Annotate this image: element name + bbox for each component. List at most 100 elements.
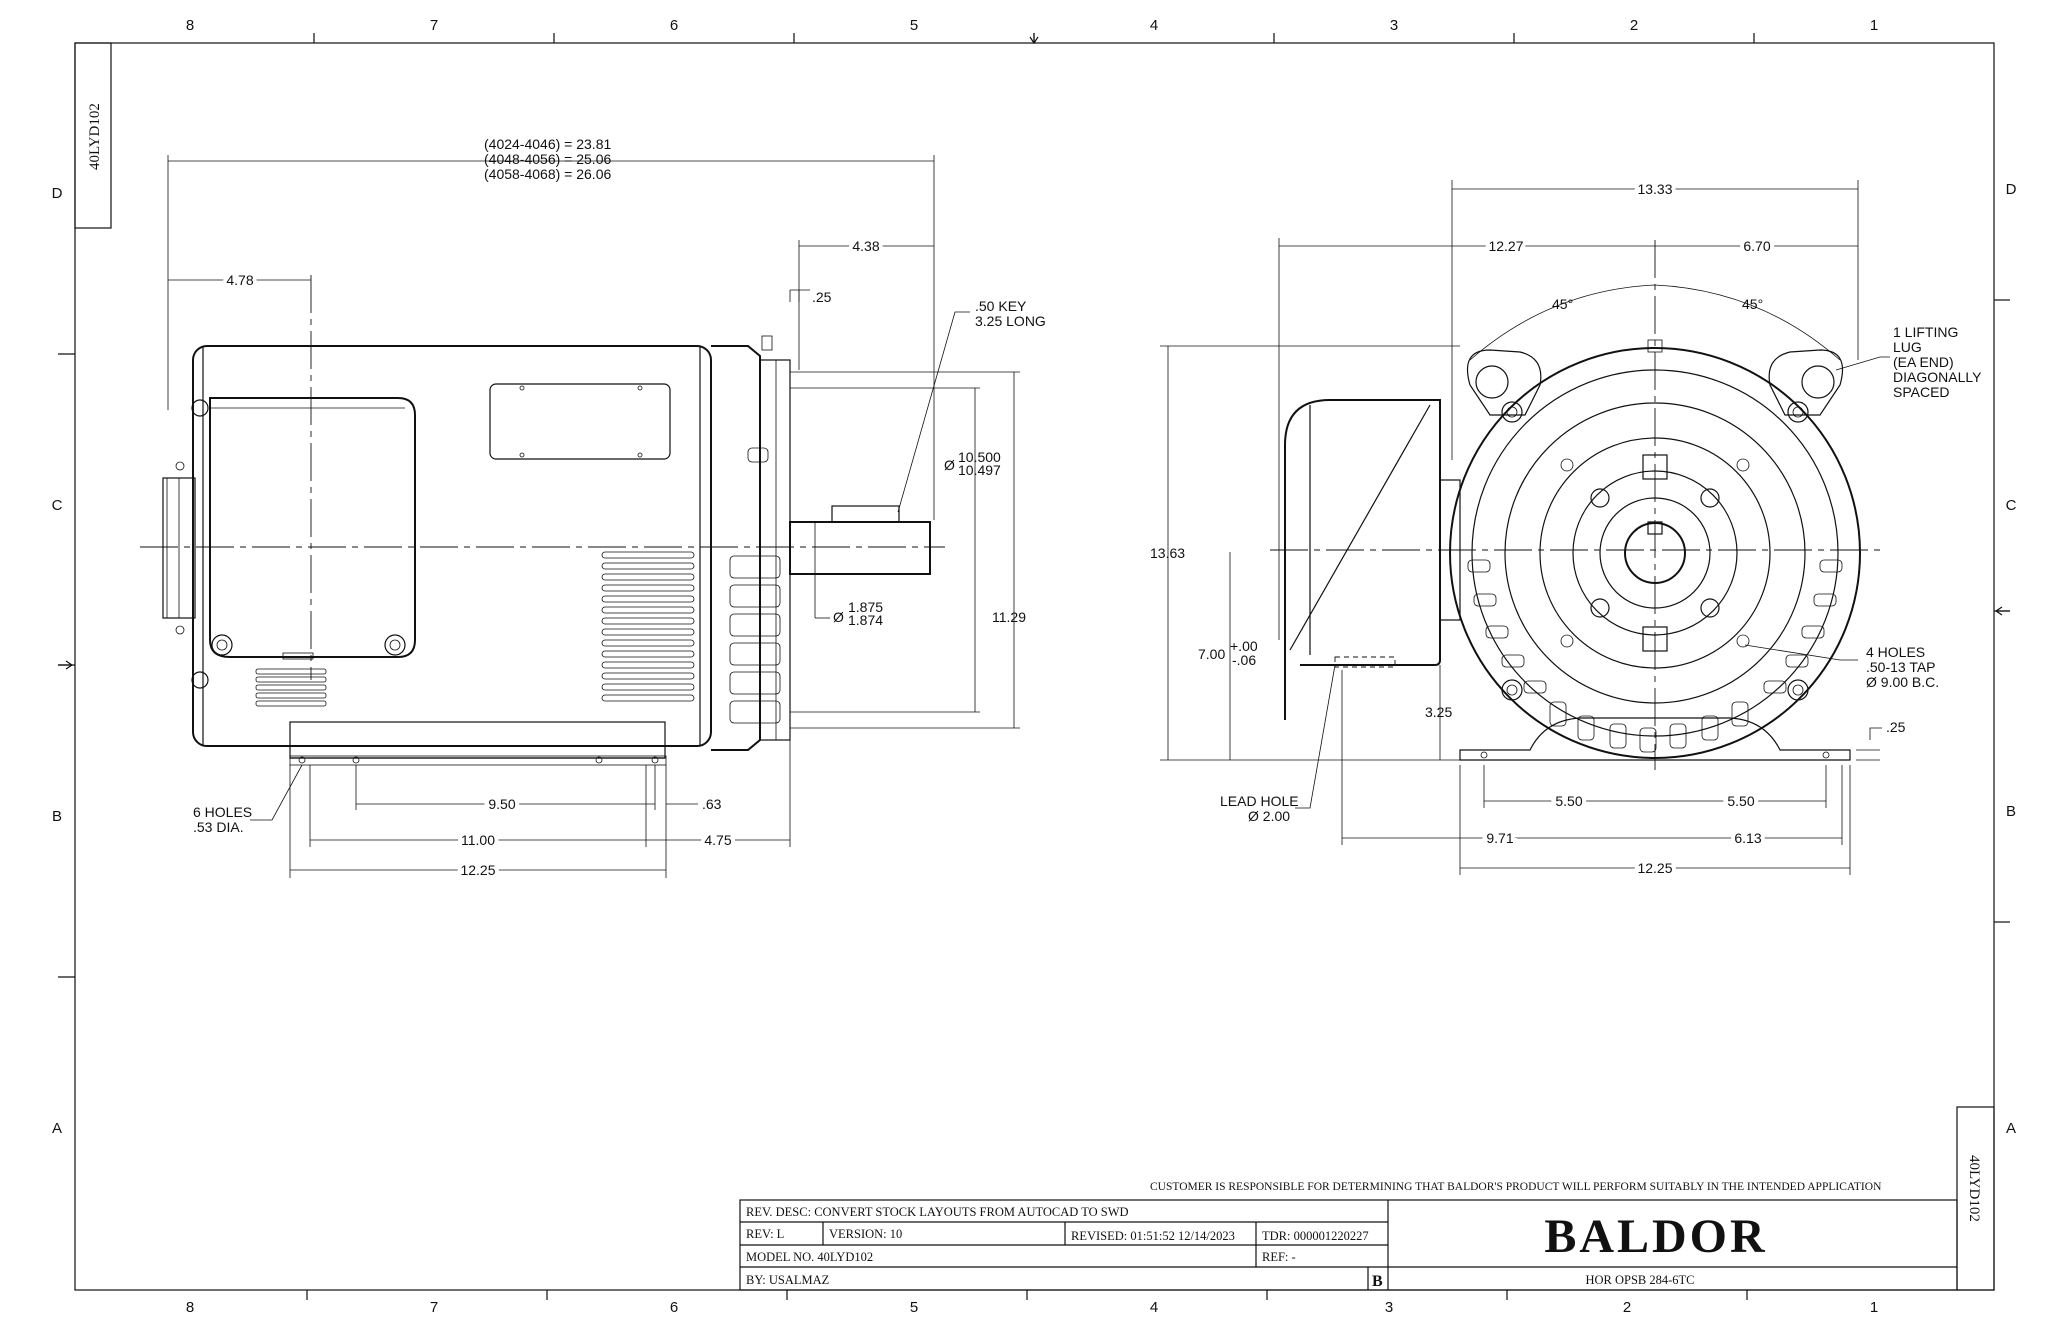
lifting-note-4: DIAGONALLY	[1893, 369, 1982, 385]
dim-12-27: 12.27	[1488, 238, 1523, 254]
overall-length-2: (4048-4056) = 25.06	[484, 151, 611, 167]
dim-9-71: 9.71	[1486, 830, 1513, 846]
holes-note-2: .53 DIA.	[193, 819, 244, 835]
zone-col-top-3: 3	[1390, 17, 1398, 34]
zone-col-bottom-5: 5	[910, 1299, 918, 1316]
dim-12-25-side: 12.25	[460, 862, 495, 878]
drawing-number-bottom: 40LYD102	[1966, 1155, 1982, 1222]
tap-note-1: 4 HOLES	[1866, 644, 1925, 660]
shaft-tol-minus: -.06	[1232, 652, 1256, 668]
mounting-base	[289, 721, 666, 759]
overall-length-1: (4024-4046) = 23.81	[484, 136, 611, 152]
zone-row-right-a: A	[2006, 1120, 2016, 1137]
key-note-1: .50 KEY	[975, 298, 1027, 314]
dim-11-00: 11.00	[461, 832, 495, 848]
end-shaft	[1624, 522, 1686, 584]
ref-value: REF: -	[1262, 1250, 1296, 1264]
zone-col-bottom-2: 2	[1623, 1299, 1631, 1316]
zone-row-left-a: A	[52, 1120, 62, 1137]
cooling-fins	[1467, 559, 1843, 753]
zone-col-bottom-3: 3	[1385, 1299, 1393, 1316]
end-frame-outer	[1449, 347, 1861, 759]
lifting-note-3: (EA END)	[1893, 354, 1954, 370]
dim-25-side: .25	[812, 289, 832, 305]
motor-shaft	[789, 521, 931, 575]
dim-12-25-end: 12.25	[1637, 860, 1672, 876]
dim-6-13: 6.13	[1734, 830, 1761, 846]
shaft-height: 7.00	[1198, 646, 1225, 662]
zone-col-top-5: 5	[910, 17, 918, 34]
lifting-note-1: 1 LIFTING	[1893, 324, 1958, 340]
sheet-size: B	[1372, 1273, 1383, 1290]
shaft-tol-plus: +.00	[1230, 638, 1258, 654]
tdr-number: TDR: 000001220227	[1262, 1229, 1369, 1243]
zone-col-top-1: 1	[1870, 17, 1878, 34]
dim-3-25: 3.25	[1425, 704, 1452, 720]
dim-13-33: 13.33	[1637, 181, 1672, 197]
motor-side-view	[140, 275, 945, 766]
motor-frame	[192, 345, 712, 747]
dim-5-50-right: 5.50	[1727, 793, 1754, 809]
shaft-key	[831, 505, 900, 523]
tap-note-2: .50-13 TAP	[1866, 659, 1936, 675]
dim-11-29: 11.29	[992, 609, 1026, 625]
zone-col-top-6: 6	[670, 17, 678, 34]
dim-25-end: .25	[1886, 719, 1906, 735]
lifting-lug-left	[1466, 349, 1542, 416]
disclaimer-text: CUSTOMER IS RESPONSIBLE FOR DETERMINING …	[1150, 1181, 1882, 1193]
drawing-number-box-bottom: 40LYD102	[1956, 1106, 1995, 1291]
conduit-box	[209, 397, 416, 658]
model-description: HOR OPSB 284-6TC	[1585, 1273, 1694, 1287]
lead-hole-1: LEAD HOLE	[1220, 793, 1299, 809]
pilot-dia-upper: 10.500	[958, 449, 1001, 465]
lifting-note-5: SPACED	[1893, 384, 1950, 400]
dim-63: .63	[702, 796, 722, 812]
zone-col-bottom-8: 8	[186, 1299, 194, 1316]
vent-slots-right	[601, 551, 695, 702]
zone-row-right-b: B	[2006, 803, 2016, 820]
drawing-number-top: 40LYD102	[87, 103, 103, 170]
shaft-dia-lower: 1.874	[848, 612, 883, 628]
shaft-dia-symbol: Ø	[833, 609, 844, 625]
zone-row-left-d: D	[52, 185, 63, 202]
zone-col-top-7: 7	[430, 17, 438, 34]
end-view-dimensions: 13.33 13.33 12.27 12.27 6.70 6.70 45° 45…	[1150, 177, 1982, 880]
rev-desc: REV. DESC: CONVERT STOCK LAYOUTS FROM AU…	[746, 1205, 1129, 1219]
zone-labels: 8 7 6 5 4 3 2 1 8 7 6 5 4 3 2 1 D C B A …	[52, 17, 2017, 1316]
zone-row-right-d: D	[2006, 181, 2017, 198]
pilot-dia-symbol: Ø	[944, 457, 955, 473]
zone-row-right-c: C	[2006, 497, 2017, 514]
pilot-dia-lower: 10.497	[958, 462, 1001, 478]
dim-4-75: 4.75	[704, 832, 731, 848]
rev-letter: REV: L	[746, 1227, 784, 1241]
motor-end-view	[1270, 240, 1885, 770]
conduit-box-end	[1284, 399, 1441, 720]
vent-slots-left	[255, 668, 327, 707]
shaft-dia-upper: 1.875	[848, 599, 883, 615]
dim-5-50-left: 5.50	[1555, 793, 1582, 809]
zone-col-bottom-7: 7	[430, 1299, 438, 1316]
lifting-note-2: LUG	[1893, 339, 1922, 355]
lead-hole-2: Ø 2.00	[1248, 808, 1290, 824]
overall-length-3: (4058-4068) = 26.06	[484, 166, 611, 182]
zone-col-bottom-6: 6	[670, 1299, 678, 1316]
model-number: MODEL NO. 40LYD102	[746, 1250, 873, 1264]
zone-col-bottom-4: 4	[1150, 1299, 1158, 1316]
angle-left: 45°	[1552, 296, 1573, 312]
baldor-logo: BALDOR	[1544, 1210, 1767, 1263]
lifting-lug-right	[1768, 349, 1844, 416]
angle-right: 45°	[1742, 296, 1763, 312]
title-block: CUSTOMER IS RESPONSIBLE FOR DETERMINING …	[739, 1181, 1958, 1291]
zone-col-top-4: 4	[1150, 17, 1158, 34]
zone-col-top-2: 2	[1630, 17, 1638, 34]
end-view-feet	[1459, 717, 1851, 761]
holes-note-1: 6 HOLES	[193, 804, 252, 820]
zone-col-bottom-1: 1	[1870, 1299, 1878, 1316]
dim-4-38: 4.38	[852, 238, 879, 254]
dim-9-50: 9.50	[488, 796, 515, 812]
version: VERSION: 10	[829, 1227, 902, 1241]
zone-row-left-b: B	[52, 808, 62, 825]
dim-6-70: 6.70	[1743, 238, 1770, 254]
drawn-by: BY: USALMAZ	[746, 1273, 829, 1287]
